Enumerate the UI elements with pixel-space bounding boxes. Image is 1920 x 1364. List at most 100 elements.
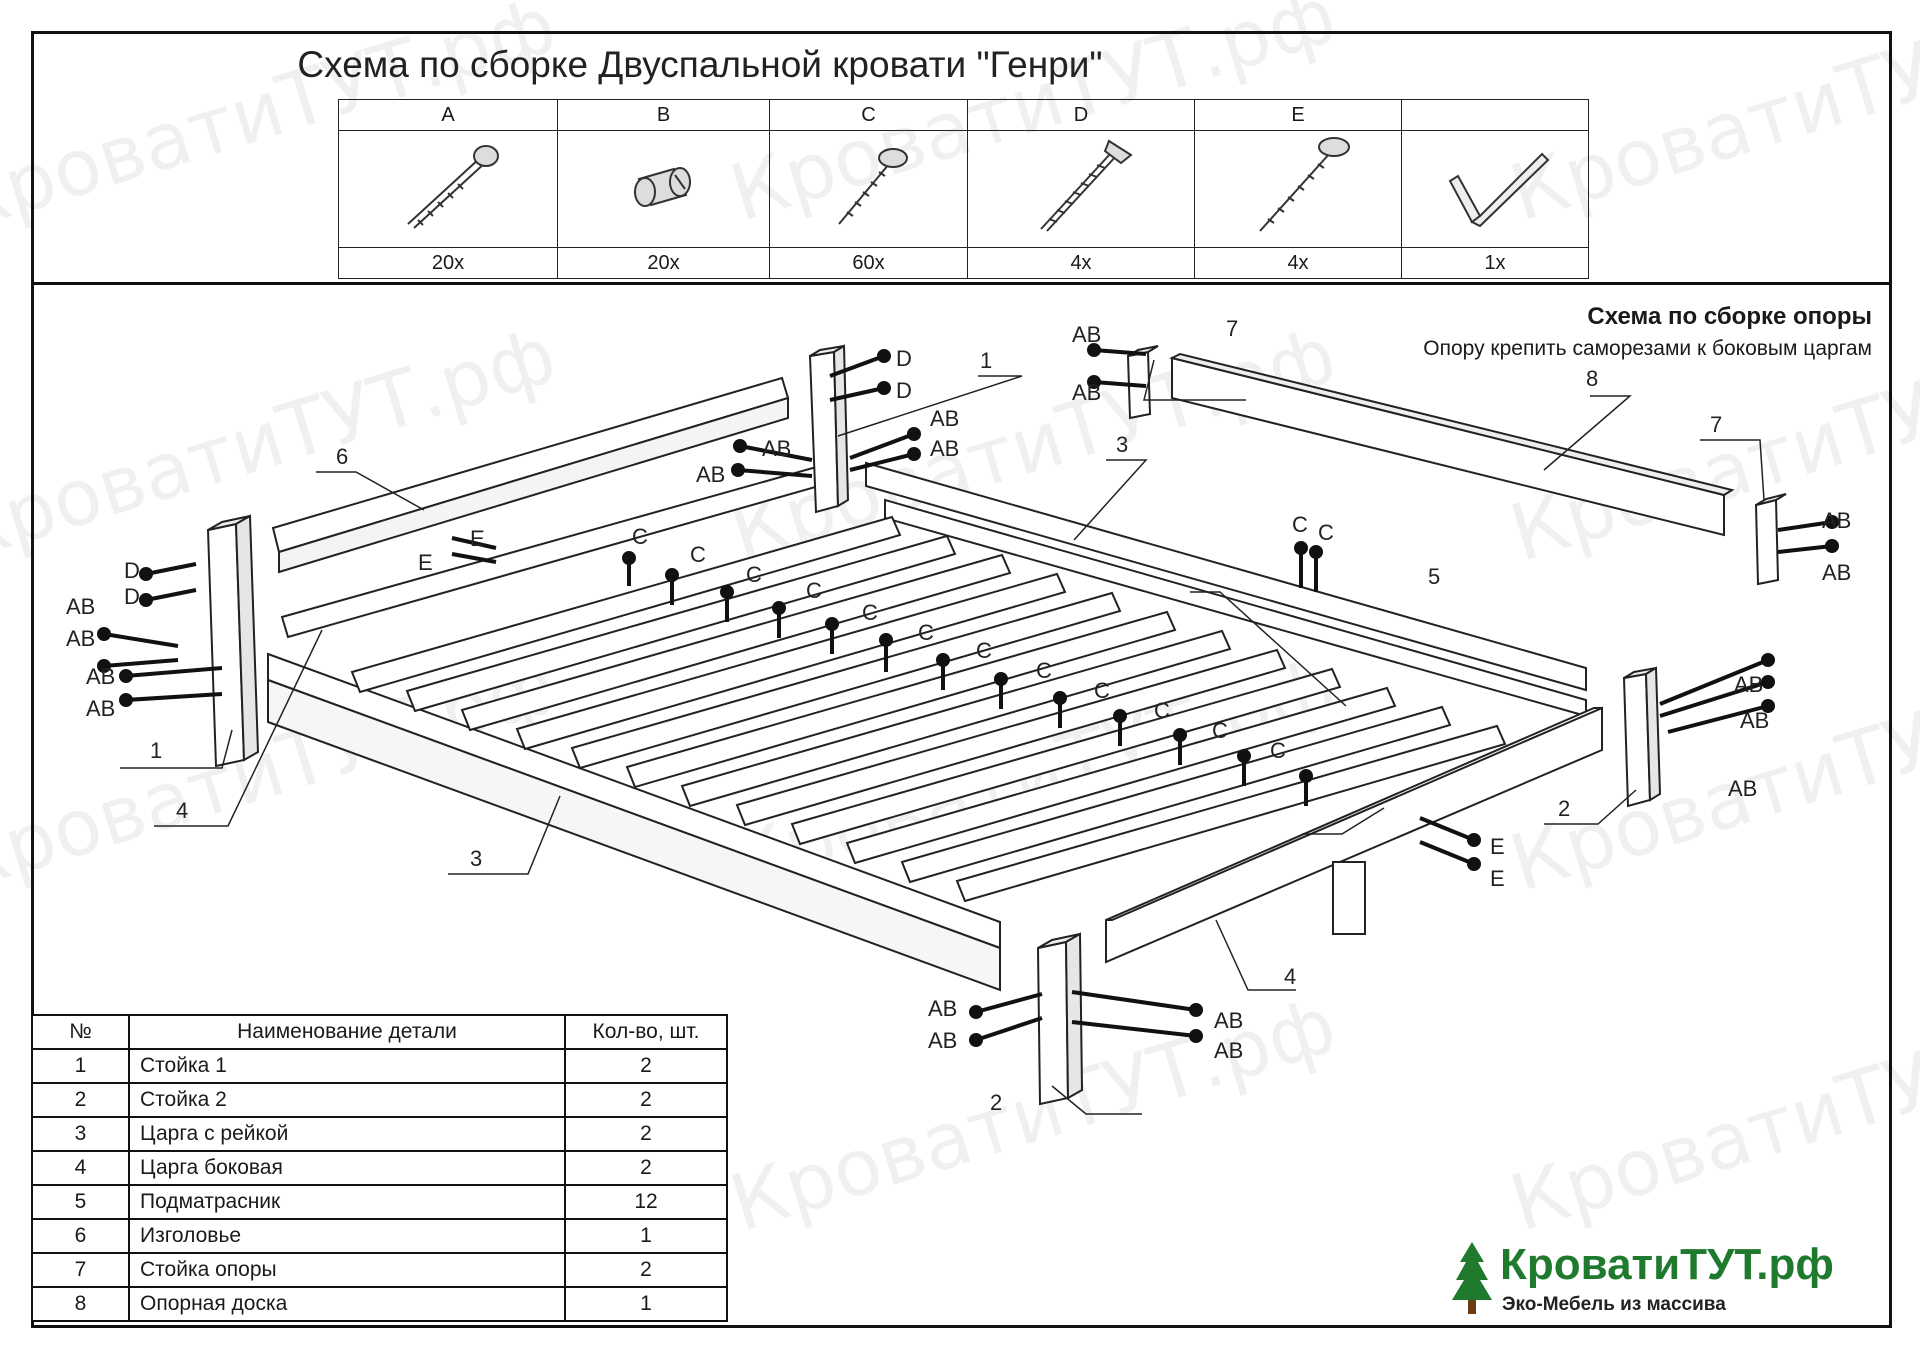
fastener-head — [1761, 699, 1775, 713]
post-2-right — [1622, 666, 1662, 808]
leader-line — [1190, 591, 1347, 707]
fastener-head — [139, 593, 153, 607]
slat — [570, 591, 1122, 770]
callout-label: C — [690, 542, 706, 567]
part-num: 3 — [31, 1116, 130, 1152]
fastener-head — [1053, 691, 1067, 705]
slat — [735, 648, 1287, 827]
callout-label: E — [418, 550, 433, 575]
fastener — [145, 588, 197, 602]
callout-label: C — [1318, 520, 1334, 545]
callout-label: AB — [86, 664, 115, 689]
part-name: Царга с рейкой — [128, 1116, 566, 1152]
fastener — [1777, 520, 1833, 532]
part-num: 7 — [31, 1252, 130, 1288]
part-num: 2 — [31, 1082, 130, 1118]
hardware-qty: 60x — [769, 247, 968, 279]
fastener-head — [1467, 833, 1481, 847]
fastener — [829, 354, 885, 378]
callout-label: 7 — [1710, 412, 1722, 437]
tree-icon — [1452, 1242, 1492, 1314]
support-note: Опору крепить саморезами к боковым царга… — [1423, 337, 1872, 360]
hardware-table: A B C D E — [338, 99, 1589, 279]
fastener-head — [1761, 653, 1775, 667]
support-heading: Схема по сборке опоры — [1587, 303, 1872, 330]
leader-line — [1073, 459, 1148, 541]
fastener-head — [1309, 545, 1323, 559]
callout-label: 2 — [1558, 796, 1570, 821]
callout-label: 1 — [150, 738, 162, 763]
callout-label: AB — [1822, 560, 1851, 585]
callout-label: C — [1212, 718, 1228, 743]
slat — [515, 572, 1067, 751]
leaders-group — [120, 359, 1765, 1115]
fastener — [1071, 1020, 1197, 1038]
fastener — [1659, 680, 1769, 718]
part-num: 1 — [31, 1048, 130, 1084]
fastener-head — [1294, 541, 1308, 555]
part-qty: 2 — [564, 1150, 728, 1186]
hardware-qty: 4x — [1194, 247, 1402, 279]
fastener-head — [1189, 1003, 1203, 1017]
callout-label: AB — [1072, 322, 1101, 347]
fastener-head — [1173, 728, 1187, 742]
fastener-head — [1113, 709, 1127, 723]
leader-line — [1215, 919, 1296, 991]
fastener-head — [119, 693, 133, 707]
part-name: Стойка опоры — [128, 1252, 566, 1288]
callout-label: 7 — [1226, 316, 1238, 341]
support-leg — [1332, 861, 1366, 935]
long-screw-icon — [1194, 130, 1402, 248]
part-qty: 1 — [564, 1286, 728, 1322]
callout-label: E — [1490, 834, 1505, 859]
slat — [845, 686, 1397, 865]
fastener — [737, 468, 813, 478]
part-qty: 2 — [564, 1048, 728, 1084]
leader-line — [120, 729, 233, 769]
leader-line — [316, 471, 425, 511]
callout-label: E — [470, 526, 485, 551]
logo-tagline: Эко-Мебель из массива — [1502, 1294, 1726, 1315]
part-qty: 2 — [564, 1082, 728, 1118]
fasteners-group — [97, 343, 1839, 1047]
leader-line — [1302, 807, 1385, 835]
callout-label: D — [124, 558, 140, 583]
fastener — [975, 992, 1043, 1014]
callout-label: AB — [762, 436, 791, 461]
fastener-head — [731, 463, 745, 477]
hardware-qty: 20x — [338, 247, 558, 279]
part-name: Стойка 1 — [128, 1048, 566, 1084]
sheet-frame — [31, 31, 1892, 1328]
fastener-head — [139, 567, 153, 581]
fastener-head — [1189, 1029, 1203, 1043]
leader-line — [1143, 359, 1246, 401]
fastener-head — [720, 585, 734, 599]
rail-with-slat-back — [865, 461, 1587, 692]
slats-group — [350, 515, 1507, 903]
fastener — [451, 552, 497, 564]
fastener-head — [1467, 857, 1481, 871]
fastener-head — [969, 1005, 983, 1019]
part-name: Подматрасник — [128, 1184, 566, 1220]
leader-line — [1700, 439, 1765, 501]
part-name: Изголовье — [128, 1218, 566, 1254]
fastener — [1419, 840, 1475, 866]
slat — [790, 667, 1342, 846]
part-name: Царга боковая — [128, 1150, 566, 1186]
fastener — [125, 692, 223, 702]
callout-label: E — [1490, 866, 1505, 891]
fastener-head — [665, 568, 679, 582]
support-board — [1171, 356, 1725, 537]
callout-label: 3 — [470, 846, 482, 871]
leader-line — [1544, 789, 1637, 825]
callout-label: AB — [1728, 776, 1757, 801]
bolt-icon — [338, 130, 558, 248]
callout-label: C — [862, 600, 878, 625]
fastener-head — [1299, 769, 1313, 783]
slat — [460, 553, 1012, 732]
fastener — [1419, 816, 1475, 842]
callout-label: C — [632, 524, 648, 549]
callout-label: C — [1154, 698, 1170, 723]
fastener — [1659, 658, 1769, 706]
